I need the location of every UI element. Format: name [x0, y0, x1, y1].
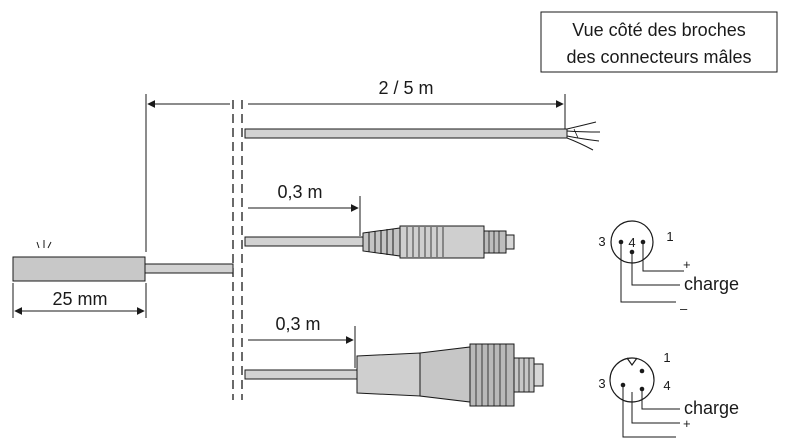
m12-plus: + — [683, 416, 691, 431]
sensor-width-dimension: 25 mm — [12, 283, 147, 318]
m8-pin-4: 4 — [628, 235, 635, 250]
pigtail-m12-connector — [244, 343, 544, 407]
led-indicator-icon — [36, 240, 52, 249]
pigtail-m12-label: 0,3 m — [275, 314, 320, 334]
m8-pinout: 3 4 1 + charge – — [598, 220, 739, 316]
cable-length-dimension: 2 / 5 m — [145, 78, 566, 252]
cable-length-label: 2 / 5 m — [378, 78, 433, 98]
pigtail-m8-dimension: 0,3 m — [248, 182, 361, 236]
sensor-width-label: 25 mm — [52, 289, 107, 309]
m8-pin-3: 3 — [598, 234, 605, 249]
m12-pin-4: 4 — [663, 378, 670, 393]
m12-pin-1: 1 — [663, 350, 670, 365]
m12-pin-3: 3 — [598, 376, 605, 391]
pin-view-caption: Vue côté des broches des connecteurs mâl… — [540, 11, 778, 73]
caption-line-2: des connecteurs mâles — [566, 47, 751, 67]
cable-flying-leads — [244, 121, 601, 151]
pigtail-m8-connector — [244, 225, 515, 259]
m8-load: charge — [684, 274, 739, 294]
m8-plus: + — [683, 257, 691, 272]
m8-minus: – — [680, 301, 688, 316]
pigtail-m12-dimension: 0,3 m — [248, 314, 356, 368]
m12-pinout: 1 3 4 charge + — [598, 350, 739, 438]
m8-pin-1: 1 — [666, 229, 673, 244]
break-lines — [232, 100, 243, 400]
caption-line-1: Vue côté des broches — [572, 20, 745, 40]
m12-load: charge — [684, 398, 739, 418]
pigtail-m8-label: 0,3 m — [277, 182, 322, 202]
sensor-body — [12, 240, 234, 282]
